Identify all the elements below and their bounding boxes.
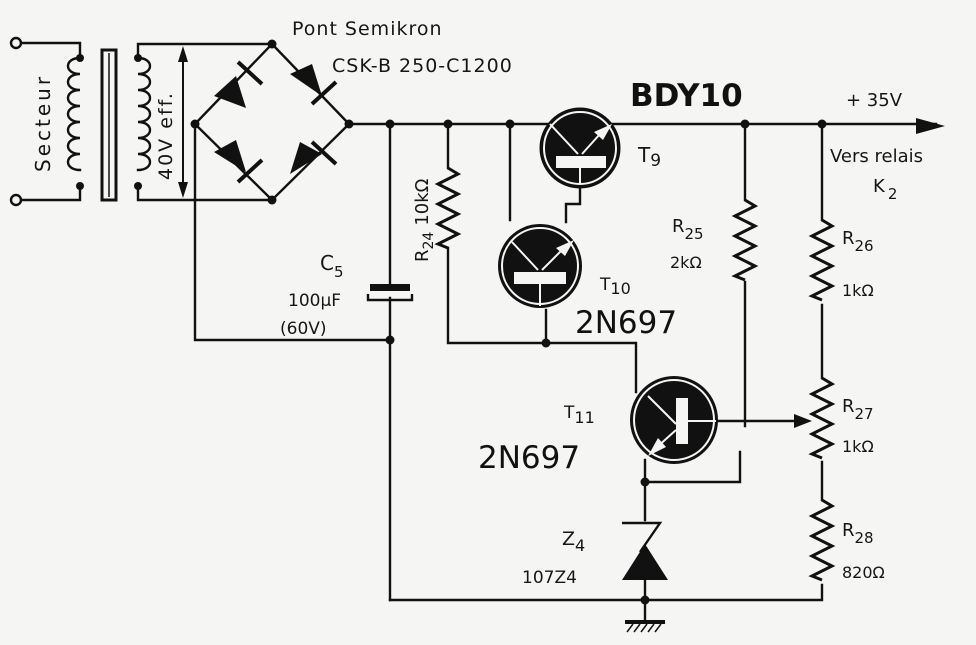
resistors-1-name: R	[672, 216, 685, 237]
diode-1	[214, 60, 264, 108]
transistors-0-name: T	[637, 143, 651, 167]
mains-input: Secteur	[9, 36, 82, 207]
capacitor-c5: C5 100µF (60V)	[280, 251, 414, 339]
svg-text:C5: C5	[320, 251, 344, 281]
bridge-part-number: CSK-B 250-C1200	[332, 55, 513, 77]
svg-text:T9: T9	[637, 143, 661, 171]
resistors-0-value: 10kΩ	[412, 178, 433, 225]
mains-label: Secteur	[31, 74, 55, 172]
resistors-2-sub: 26	[855, 237, 874, 255]
resistor-r24: R24 10kΩ	[412, 166, 462, 262]
relay-name: K	[873, 176, 886, 197]
svg-text:R27: R27	[842, 396, 874, 423]
zener-diode-z4: Z4 107Z4	[522, 521, 668, 588]
zener-part: 107Z4	[522, 568, 577, 588]
svg-text:Z4: Z4	[562, 528, 585, 555]
resistors-1-sub: 25	[685, 225, 704, 243]
resistors-1-value: 2kΩ	[670, 253, 702, 272]
secondary-coil	[136, 56, 152, 172]
relay-subscript: 2	[888, 185, 898, 203]
primary-coil	[66, 56, 82, 172]
mains-terminal-bottom	[9, 193, 23, 207]
bridge-label: Pont Semikron	[292, 18, 443, 40]
resistor-r26: R26 1kΩ	[808, 218, 874, 302]
output-destination: Vers relais	[830, 146, 923, 167]
c5-value: 100µF	[288, 291, 341, 311]
wiring	[193, 118, 945, 633]
c5-rating: (60V)	[280, 319, 327, 339]
transistors-1-sub: 10	[610, 279, 630, 298]
resistors-3-name: R	[842, 396, 855, 417]
c5-name: C	[320, 251, 334, 275]
diode-4	[290, 140, 338, 174]
transformer: 40V eff.	[66, 42, 274, 202]
transistors-2-name: T	[563, 403, 575, 423]
svg-text:T11: T11	[563, 403, 595, 427]
c5-subscript: 5	[334, 263, 344, 281]
transistors-0-sub: 9	[650, 151, 661, 171]
svg-text:R28: R28	[842, 520, 874, 547]
zener-name: Z	[562, 528, 575, 550]
svg-text:K2: K2	[873, 176, 897, 203]
bridge-rectifier: Pont Semikron CSK-B 250-C1200	[190, 18, 513, 205]
resistors-0-name: R	[412, 249, 433, 262]
resistors-2-value: 1kΩ	[842, 281, 874, 300]
mains-terminal-top	[9, 36, 23, 50]
svg-text:R2410kΩ: R24 10kΩ	[412, 178, 437, 262]
resistor-r28: R28 820Ω	[808, 498, 885, 582]
secondary-voltage-label: 40V eff.	[155, 91, 177, 180]
resistor-r27-potentiometer: R27 1kΩ	[808, 376, 874, 460]
diode-3	[214, 140, 264, 184]
output-arrow	[916, 118, 945, 134]
resistors-4-name: R	[842, 520, 855, 541]
t11-type: 2N697	[478, 440, 580, 476]
t9-type: BDY10	[630, 78, 743, 114]
resistors-3-sub: 27	[855, 405, 874, 423]
zener-sub: 4	[575, 536, 585, 555]
resistors-2-name: R	[842, 228, 855, 249]
resistors-4-value: 820Ω	[842, 563, 885, 582]
svg-text:T10: T10	[599, 275, 631, 298]
resistors-4-sub: 28	[855, 529, 874, 547]
resistors-3-value: 1kΩ	[842, 437, 874, 456]
transistor-t11: T11 2N697	[478, 376, 718, 476]
svg-text:R25: R25	[672, 216, 704, 243]
resistor-r25: R25 2kΩ	[670, 198, 759, 282]
t10-type: 2N697	[575, 305, 677, 341]
output-voltage: + 35V	[846, 90, 903, 111]
diode-2	[290, 64, 338, 106]
resistors-0-sub: 24	[421, 232, 437, 250]
transistor-t10: T10 2N697	[498, 224, 677, 341]
transistors-1-name: T	[599, 275, 611, 295]
transistor-t9: T9 BDY10	[539, 78, 743, 189]
transistors-2-sub: 11	[574, 408, 594, 427]
svg-text:R26: R26	[842, 228, 874, 255]
